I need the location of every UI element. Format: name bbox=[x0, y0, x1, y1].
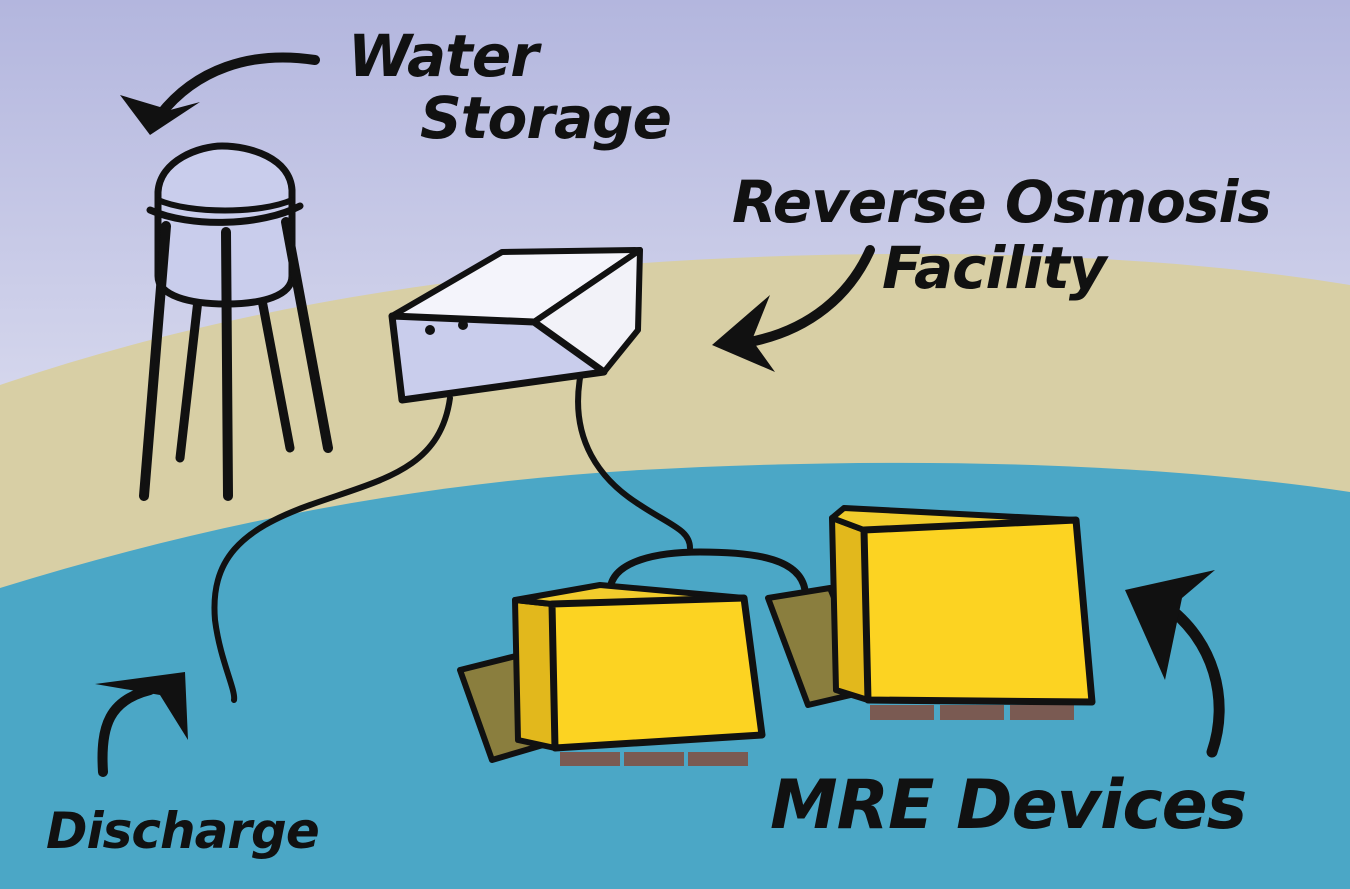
device-float bbox=[1010, 705, 1074, 720]
label-mre-devices: MRE Devices bbox=[770, 766, 1246, 845]
water-tower-icon bbox=[139, 142, 333, 501]
curved-arrow-icon bbox=[120, 52, 320, 135]
label-water: Water bbox=[348, 22, 542, 90]
device-float bbox=[940, 705, 1004, 720]
curved-arrow-icon bbox=[1125, 570, 1225, 758]
facility-box-icon bbox=[388, 247, 643, 404]
device-link-cable bbox=[606, 548, 809, 594]
label-reverse-osmosis: Reverse Osmosis bbox=[732, 168, 1271, 236]
device-float bbox=[560, 752, 620, 766]
facility-indicator-dot bbox=[458, 320, 468, 330]
mre-device-icon bbox=[457, 582, 766, 766]
label-facility: Facility bbox=[882, 234, 1109, 302]
facility-indicator-dot bbox=[425, 325, 435, 335]
device-float bbox=[870, 705, 934, 720]
device-float bbox=[688, 752, 748, 766]
label-discharge: Discharge bbox=[46, 802, 319, 860]
device-float bbox=[624, 752, 684, 766]
label-storage: Storage bbox=[420, 84, 671, 152]
curved-arrow-icon bbox=[712, 245, 875, 372]
intake-cable bbox=[575, 375, 693, 551]
discharge-cable bbox=[211, 395, 453, 703]
curved-arrow-icon bbox=[95, 672, 188, 777]
mre-device-icon bbox=[765, 505, 1096, 720]
